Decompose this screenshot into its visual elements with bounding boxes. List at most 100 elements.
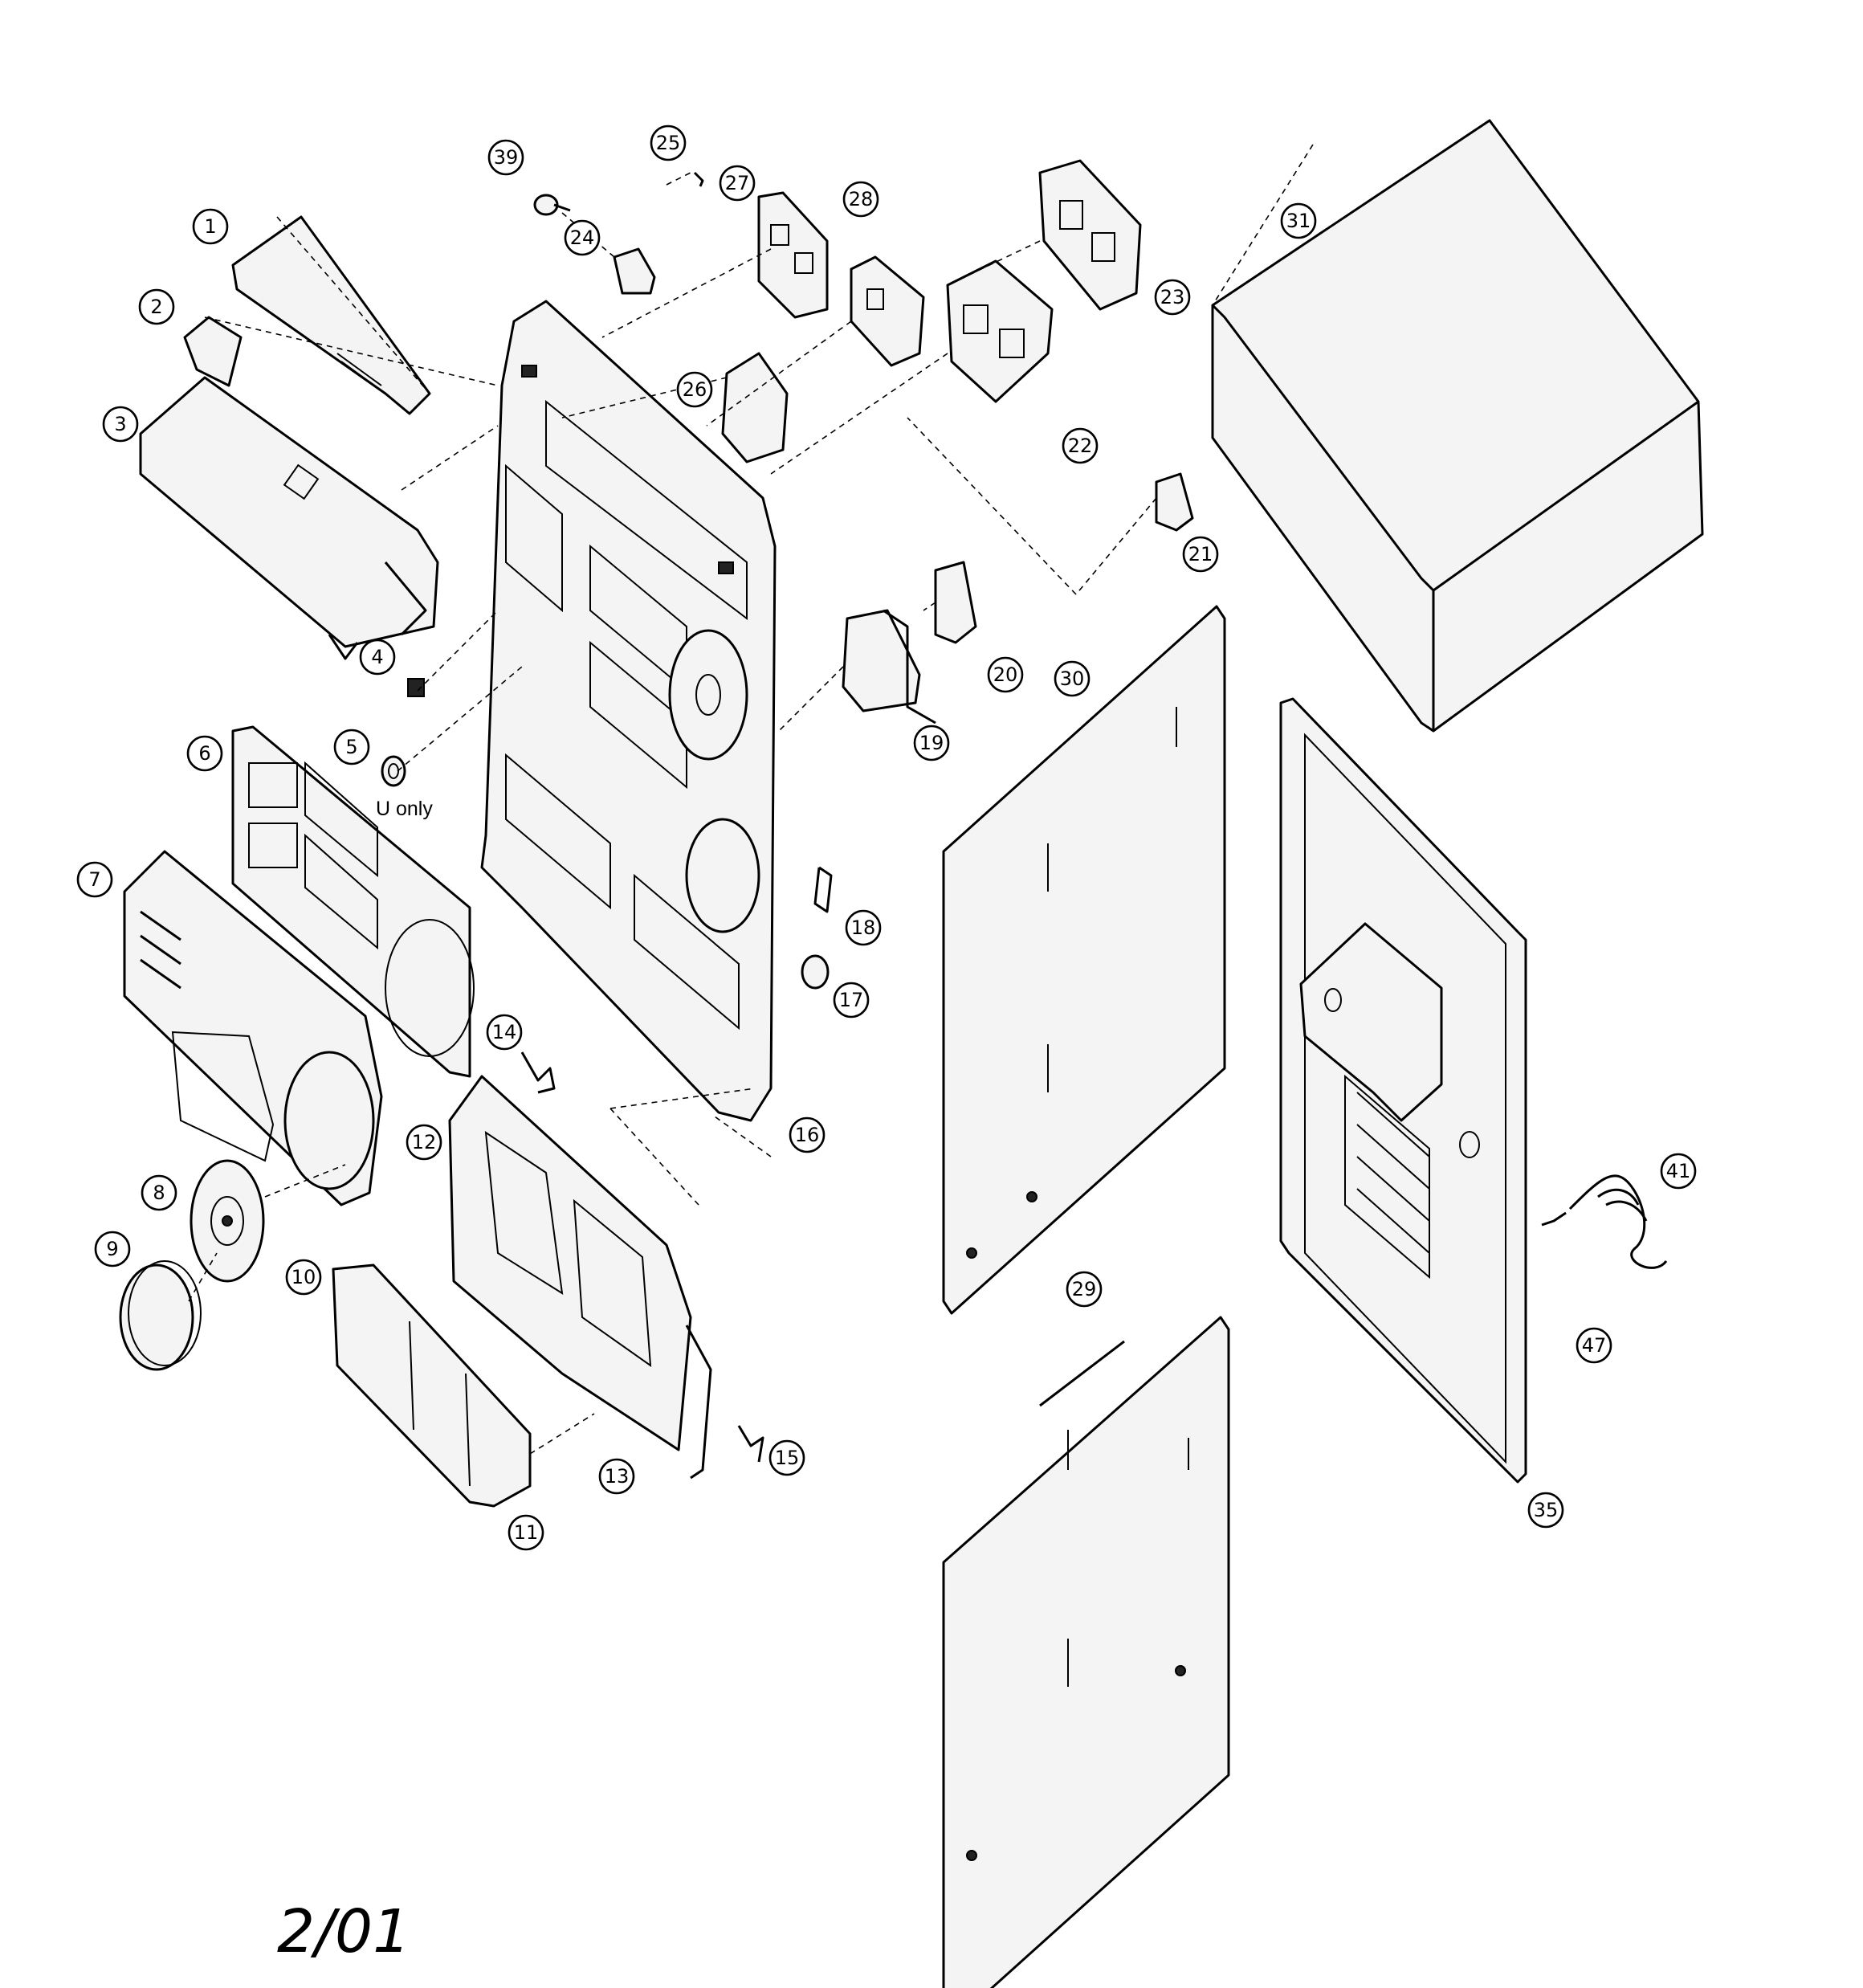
callout-label: 21 xyxy=(1188,543,1213,565)
part-31-top-cover xyxy=(1211,119,1704,733)
callout-label: 41 xyxy=(1666,1160,1691,1182)
callout-5: 5 xyxy=(333,729,370,765)
part-7-front-panel xyxy=(123,850,383,1206)
callout-circle xyxy=(1280,202,1317,239)
callout-label: 39 xyxy=(494,146,519,169)
callout-circle xyxy=(1054,660,1090,697)
callout-circle xyxy=(1576,1327,1612,1364)
callout-circle xyxy=(676,371,713,408)
callout-circle xyxy=(486,1014,523,1051)
callout-circle xyxy=(141,1174,177,1211)
footer-date: 2/01 xyxy=(277,1897,410,1966)
callout-circle xyxy=(598,1458,635,1495)
callout-circle xyxy=(1062,427,1099,464)
part-6-window-sheet xyxy=(231,725,475,1078)
callout-circle xyxy=(833,982,870,1018)
callout-circle xyxy=(94,1231,131,1268)
callout-15: 15 xyxy=(768,1439,805,1476)
callout-circle xyxy=(1527,1492,1564,1529)
callout-label: 15 xyxy=(775,1447,800,1469)
callout-label: 22 xyxy=(1068,435,1093,457)
callout-label: 30 xyxy=(1060,667,1085,690)
callout-29: 29 xyxy=(1066,1271,1103,1308)
callout-10: 10 xyxy=(285,1259,322,1296)
callout-label: 9 xyxy=(106,1238,118,1260)
callout-label: 19 xyxy=(919,732,944,754)
callout-26: 26 xyxy=(676,371,713,408)
callout-8: 8 xyxy=(141,1174,177,1211)
callout-circle xyxy=(333,729,370,765)
callout-41: 41 xyxy=(1660,1153,1697,1190)
callout-circle xyxy=(186,735,223,772)
callout-circle xyxy=(789,1116,826,1153)
callout-label: 18 xyxy=(851,916,876,939)
callout-3: 3 xyxy=(102,406,139,443)
callout-22: 22 xyxy=(1062,427,1099,464)
callout-24: 24 xyxy=(564,219,601,256)
callout-30: 30 xyxy=(1054,660,1090,697)
callout-circle xyxy=(842,181,879,218)
callout-label: 47 xyxy=(1582,1334,1607,1357)
part-16-front-chassis xyxy=(480,300,777,1122)
callout-13: 13 xyxy=(598,1458,635,1495)
callout-2: 2 xyxy=(138,288,175,325)
part-23-button-block xyxy=(1038,159,1142,311)
callout-23: 23 xyxy=(1154,279,1191,316)
callout-circle xyxy=(102,406,139,443)
callout-label: 6 xyxy=(198,742,210,765)
callout-31: 31 xyxy=(1280,202,1317,239)
callout-label: 3 xyxy=(114,413,126,435)
part-18-clip xyxy=(813,866,833,913)
callout-label: 31 xyxy=(1286,210,1311,232)
part-10-cassette-door xyxy=(332,1263,532,1508)
part-24-switch xyxy=(613,247,656,295)
part-15-spring xyxy=(737,1425,764,1463)
u-only-note: U only xyxy=(376,798,433,820)
callout-circle xyxy=(1154,279,1191,316)
callout-label: 20 xyxy=(993,663,1018,686)
callout-circle xyxy=(719,165,756,202)
callout-label: 14 xyxy=(492,1021,517,1043)
callout-circle xyxy=(845,909,882,946)
callout-circle xyxy=(76,861,113,898)
part-25-screw xyxy=(693,171,704,187)
callout-6: 6 xyxy=(186,735,223,772)
callout-47: 47 xyxy=(1576,1327,1612,1364)
part-20-button xyxy=(934,561,977,644)
callout-label: 17 xyxy=(839,989,864,1011)
callout-27: 27 xyxy=(719,165,756,202)
part-35-rear-panel xyxy=(1279,697,1527,1484)
part-5-lamp xyxy=(381,755,406,787)
part-47-plug xyxy=(1541,1211,1567,1227)
callout-1: 1 xyxy=(192,208,229,245)
leader-lines xyxy=(188,144,1314,1455)
callout-9: 9 xyxy=(94,1231,131,1268)
callout-21: 21 xyxy=(1182,536,1219,573)
callout-19: 19 xyxy=(913,725,950,761)
callout-25: 25 xyxy=(650,125,687,161)
callout-circle xyxy=(508,1514,544,1551)
part-19-button-block xyxy=(842,609,936,725)
part-30-pcb-board xyxy=(942,605,1226,1315)
part-21-button xyxy=(1155,472,1194,532)
part-4-spring xyxy=(407,678,425,697)
callout-circle xyxy=(987,656,1024,693)
callout-circle xyxy=(192,208,229,245)
part-12-cassette-frame xyxy=(448,1075,712,1480)
callout-label: 4 xyxy=(371,646,383,668)
part-22-button-block xyxy=(946,259,1054,403)
part-29-lower-pcb xyxy=(942,1316,1230,1988)
callout-20: 20 xyxy=(987,656,1024,693)
part-28-button-block xyxy=(850,255,925,367)
callout-group: 1234567891011121314151617181920212223242… xyxy=(76,125,1697,1551)
callout-35: 35 xyxy=(1527,1492,1564,1529)
callout-label: 25 xyxy=(656,132,681,154)
part-17-knob xyxy=(801,954,830,990)
callout-4: 4 xyxy=(359,639,396,676)
callout-18: 18 xyxy=(845,909,882,946)
callout-label: 7 xyxy=(88,868,100,891)
part-26-button xyxy=(721,352,789,463)
part-9-knob-cap xyxy=(119,1260,202,1371)
